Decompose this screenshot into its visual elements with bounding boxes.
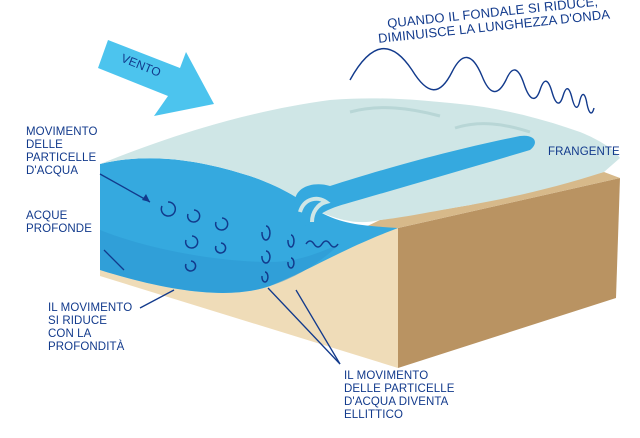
pointer-deep-water xyxy=(103,249,125,271)
particle-motion-label: MOVIMENTO DELLE PARTICELLE D'ACQUA xyxy=(26,126,98,177)
circular-orbit-icon xyxy=(184,260,197,272)
motion-decreases-label: IL MOVIMENTO SI RIDUCE CON LA PROFONDITÀ xyxy=(48,302,133,353)
seabed-side-face xyxy=(398,178,620,368)
seabed-top xyxy=(300,172,620,258)
pointer-lines xyxy=(99,173,341,365)
pointer-reduces xyxy=(139,289,175,309)
pointer-elliptical-b xyxy=(267,287,341,365)
elliptical-orbit-icon xyxy=(261,225,271,241)
elliptical-orbits xyxy=(261,225,339,283)
deep-water-label: ACQUE PROFONDE xyxy=(26,210,92,235)
pointer-particles xyxy=(99,173,151,203)
elliptical-orbit-icon xyxy=(287,257,295,269)
circular-orbit-icon xyxy=(214,242,227,254)
shallow-motion-squiggle xyxy=(305,240,339,248)
elliptical-orbit-icon xyxy=(261,250,271,264)
wavelength-squiggle-icon xyxy=(349,47,595,114)
pointer-elliptical-a xyxy=(295,289,341,365)
wind-arrow-icon xyxy=(98,40,214,116)
elliptical-orbit-icon xyxy=(261,271,269,283)
water-surface xyxy=(100,98,620,223)
circular-orbit-icon xyxy=(160,201,177,217)
elliptical-orbit-icon xyxy=(287,234,295,248)
surface-ripple xyxy=(349,106,531,134)
circular-orbit-icon xyxy=(184,235,199,249)
circular-orbit-icon xyxy=(186,209,201,223)
elliptical-motion-label: IL MOVIMENTO DELLE PARTICELLE D'ACQUA DI… xyxy=(344,370,455,421)
breaking-wave-crest xyxy=(294,135,535,226)
breaking-wave-lip xyxy=(298,196,331,223)
circular-orbit-icon xyxy=(214,217,229,231)
water-deep-shade xyxy=(100,230,340,293)
breaker-label: FRANGENTE xyxy=(548,146,620,158)
pointer-arrowhead xyxy=(142,194,150,202)
circular-orbits xyxy=(160,201,229,272)
seabed-front-face xyxy=(100,228,398,368)
